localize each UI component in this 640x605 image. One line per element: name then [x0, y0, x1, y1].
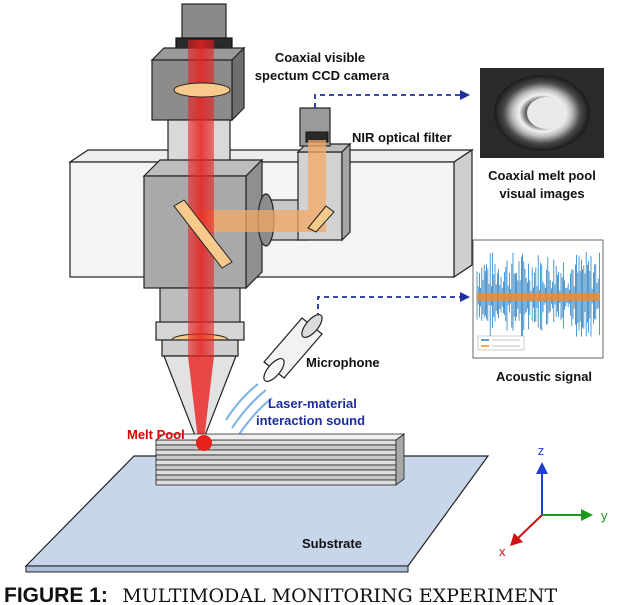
caption-text: MULTIMODAL MONITORING EXPERIMENT	[122, 585, 557, 605]
figure-caption: FIGURE 1: MULTIMODAL MONITORING EXPERIME…	[4, 584, 558, 605]
deposited-layer	[155, 449, 397, 456]
camera-label-line2: spectum CCD camera	[255, 68, 390, 83]
camera-label-line1: Coaxial visible	[275, 50, 365, 65]
deposited-layer	[155, 474, 397, 481]
acoustic-label: Acoustic signal	[496, 369, 592, 384]
meltpool-label-line2: visual images	[499, 186, 584, 201]
coordinate-axes	[510, 462, 593, 546]
deposited-layer	[155, 454, 397, 461]
meltpool-label-line1: Coaxial melt pool	[488, 168, 596, 183]
deposited-layer	[155, 439, 397, 446]
substrate-label: Substrate	[302, 536, 362, 551]
caption-lead: FIGURE 1:	[4, 584, 108, 605]
denoised-signal-band	[477, 293, 600, 301]
deposited-layer-top	[154, 433, 406, 441]
sound-waves	[225, 383, 273, 437]
interaction-sound-label-line2: interaction sound	[256, 413, 365, 428]
dichroic-mirror	[173, 199, 233, 269]
melt-pool-image	[480, 68, 604, 158]
deposited-layer	[155, 464, 397, 471]
axis-z-label: z	[538, 443, 545, 458]
interaction-sound-label-line1: Laser-material	[268, 396, 357, 411]
deposited-layer-side	[395, 433, 405, 486]
acoustic-signal-plot	[472, 239, 604, 359]
microphone	[263, 314, 323, 382]
lens-top	[173, 82, 231, 98]
melt-pool-label: Melt Pool	[127, 427, 185, 442]
deposited-layer	[155, 469, 397, 476]
melt-pool-dot	[196, 435, 212, 451]
axis-y-label: y	[601, 508, 608, 523]
side-mirror	[307, 205, 335, 233]
dashed-link-microphone	[317, 292, 470, 318]
microphone-label: Microphone	[306, 355, 380, 370]
optical-path	[190, 140, 326, 232]
deposited-layer	[155, 479, 397, 486]
axis-x-label: x	[499, 544, 506, 559]
acoustic-waveform	[476, 252, 600, 345]
deposited-layers	[154, 433, 406, 486]
nir-filter-label: NIR optical filter	[352, 130, 452, 145]
deposited-layer	[155, 459, 397, 466]
dashed-link-camera	[314, 90, 470, 108]
deposited-layer	[155, 444, 397, 451]
